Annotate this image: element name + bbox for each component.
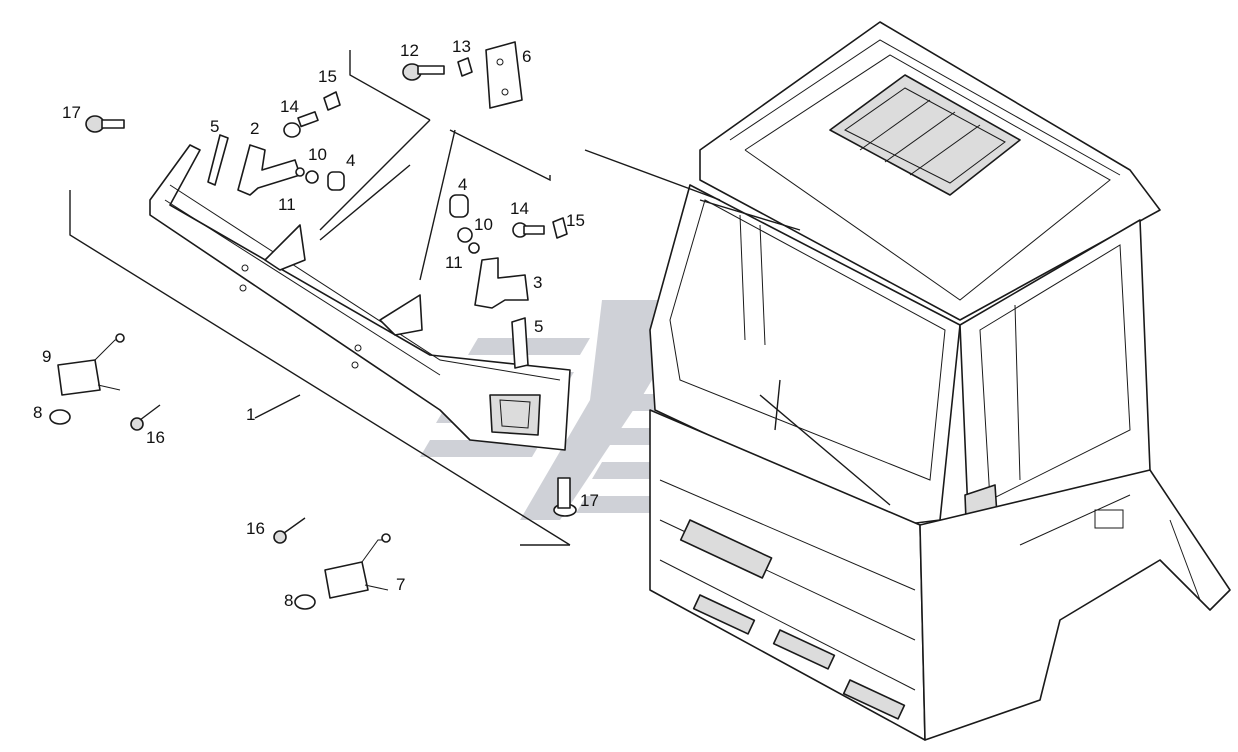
part-14-bolt-b xyxy=(512,222,545,238)
callout-1: 1 xyxy=(246,405,255,424)
part-15-clip-a xyxy=(323,91,341,111)
callout-3: 3 xyxy=(533,273,542,292)
part-15-clip-b xyxy=(552,217,568,239)
callout-16-a: 16 xyxy=(146,428,165,447)
callout-5-a: 5 xyxy=(210,117,219,136)
callout-16-b: 16 xyxy=(246,519,265,538)
callout-15-a: 15 xyxy=(318,67,337,86)
callout-17-b: 17 xyxy=(580,491,599,510)
part-8-bulb-b xyxy=(294,594,316,610)
callout-17-a: 17 xyxy=(62,103,81,122)
callout-14-a: 14 xyxy=(280,97,299,116)
part-17-screw-b xyxy=(553,477,577,517)
part-8-bulb-a xyxy=(49,409,71,425)
callout-8-b: 8 xyxy=(284,591,293,610)
callout-10-a: 10 xyxy=(308,145,327,164)
callout-14-b: 14 xyxy=(510,199,529,218)
part-14-bolt-a xyxy=(283,111,319,138)
part-12-bolt xyxy=(402,63,445,81)
part-9-lamp xyxy=(57,333,125,396)
callout-11-b: 11 xyxy=(445,253,463,272)
part-2-bracket xyxy=(237,144,301,196)
callout-8-a: 8 xyxy=(33,403,42,422)
part-16-screw-a xyxy=(130,404,161,431)
callout-4-a: 4 xyxy=(346,151,355,170)
callout-10-b: 10 xyxy=(474,215,493,234)
truck-cab xyxy=(649,21,1231,741)
callout-12: 12 xyxy=(400,41,419,60)
callout-5-b: 5 xyxy=(534,317,543,336)
part-6-plate xyxy=(485,41,523,109)
part-5-plate-a xyxy=(207,134,229,186)
part-7-lamp xyxy=(324,533,391,599)
part-10-nut-a xyxy=(305,170,319,184)
callout-11-a: 11 xyxy=(278,195,296,214)
callout-15-b: 15 xyxy=(566,211,585,230)
part-4-bush-b xyxy=(449,194,469,218)
callout-9: 9 xyxy=(42,347,51,366)
part-5-plate-b xyxy=(511,317,529,369)
part-4-bush-a xyxy=(327,171,345,191)
part-13-clip xyxy=(457,57,473,77)
callout-6: 6 xyxy=(522,47,531,66)
callout-7: 7 xyxy=(396,575,405,594)
part-11-washer-b xyxy=(468,242,480,254)
callout-2: 2 xyxy=(250,119,259,138)
part-17-screw-a xyxy=(85,115,125,133)
part-10-nut-b xyxy=(457,227,473,243)
sun-visor-bar xyxy=(149,144,571,451)
part-11-washer-a xyxy=(295,167,305,177)
part-16-screw-b xyxy=(273,517,306,544)
callout-4-b: 4 xyxy=(458,175,467,194)
callout-13: 13 xyxy=(452,37,471,56)
part-3-bracket xyxy=(474,257,529,309)
